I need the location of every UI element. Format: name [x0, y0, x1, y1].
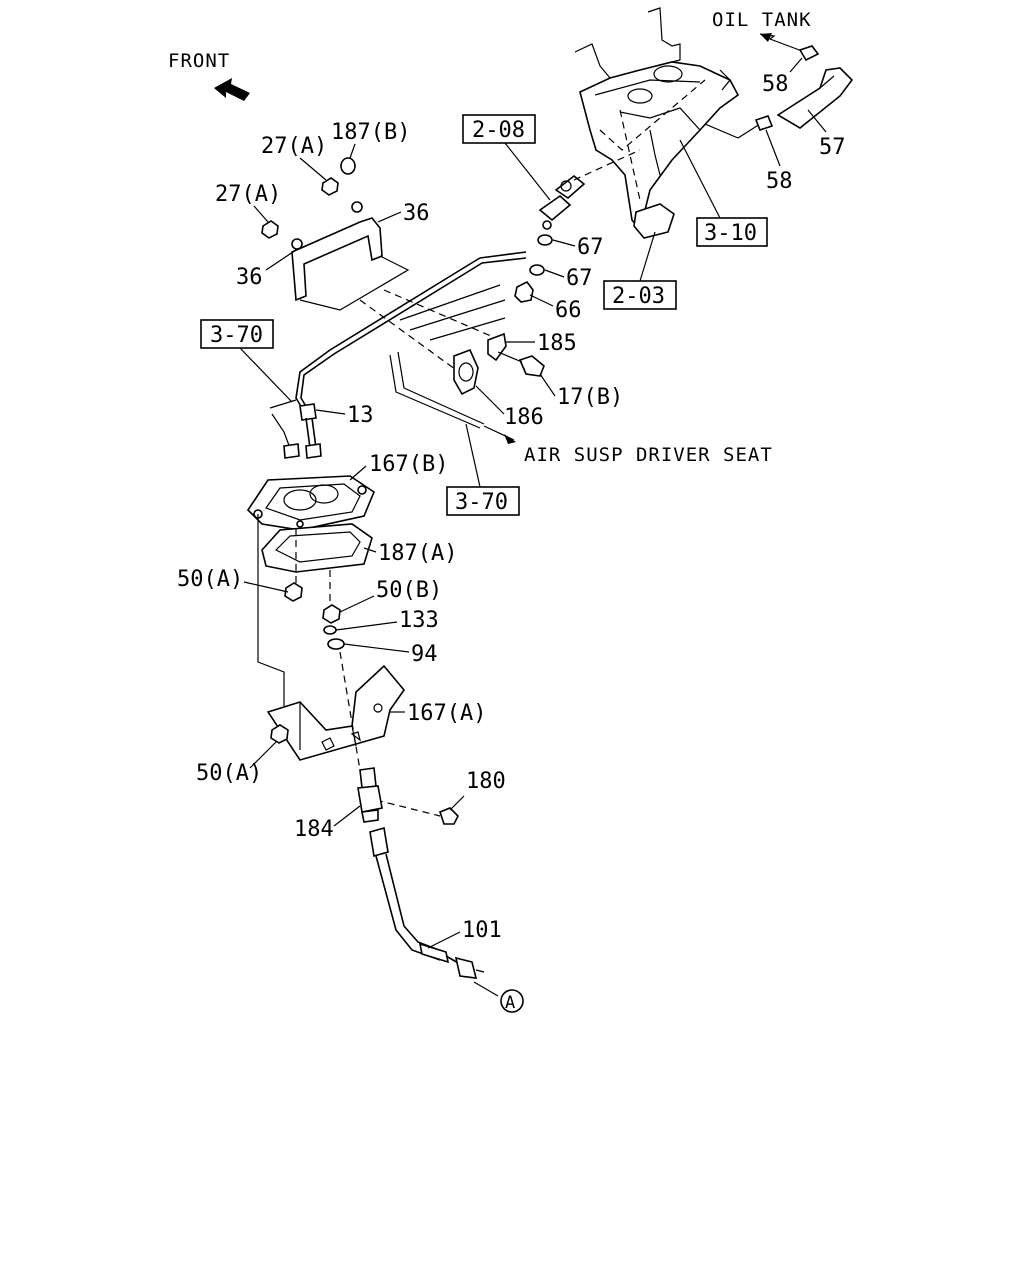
connector-184: [357, 767, 383, 823]
part-label-185: 185: [537, 331, 577, 356]
hose-clip-58-lower: [754, 115, 774, 131]
ref-3-70-top-text: 3-70: [210, 323, 263, 348]
part-label-66: 66: [555, 298, 582, 323]
part-label-167a: 167(A): [407, 701, 486, 726]
gasket-67-lower: [529, 264, 545, 276]
ref-box-3-70-bottom: 3-70: [446, 486, 520, 516]
part-label-58-upper: 58: [762, 72, 789, 97]
callout-circle-a: A: [500, 989, 524, 1013]
ref-3-70-bottom-text: 3-70: [455, 490, 508, 515]
alignment-lines: [257, 514, 441, 817]
part-label-50a-lower: 50(A): [196, 761, 262, 786]
clutch-pipe-13: [295, 251, 527, 459]
bracket-167a: [266, 664, 406, 761]
short-pipe-left: [269, 399, 300, 459]
part-label-101: 101: [462, 918, 502, 943]
ref-box-2-08: 2-08: [462, 114, 536, 144]
front-arrow-icon: [214, 78, 250, 101]
ref-box-3-70-top: 3-70: [200, 319, 274, 349]
nut-50b: [322, 604, 341, 624]
bracket-36: [291, 201, 410, 311]
part-label-36-lower: 36: [236, 265, 263, 290]
ref-2-03-text: 2-03: [612, 284, 665, 309]
part-label-27a-lower: 27(A): [215, 182, 281, 207]
part-label-187a: 187(A): [378, 541, 457, 566]
part-label-57: 57: [819, 135, 846, 160]
part-label-187b: 187(B): [331, 120, 410, 145]
part-label-133: 133: [399, 608, 439, 633]
part-label-13: 13: [347, 403, 374, 428]
part-label-58-lower: 58: [766, 169, 793, 194]
nut-50a-lower: [270, 724, 289, 744]
part-label-184: 184: [294, 817, 334, 842]
master-cylinder: [538, 149, 641, 230]
oil-tank-label: OIL TANK: [712, 9, 812, 31]
ref-3-10-text: 3-10: [704, 221, 757, 246]
nut-50a-upper: [284, 582, 303, 602]
part-label-36-upper: 36: [403, 201, 430, 226]
circle-a-text: A: [505, 993, 515, 1013]
front-label: FRONT: [168, 50, 230, 72]
eye-bolt-66: [514, 280, 534, 303]
clutch-pedal-bracket: [574, 7, 740, 239]
part-label-67-upper: 67: [577, 235, 604, 260]
ref-2-08-text: 2-08: [472, 118, 525, 143]
gasket-67-upper: [537, 234, 553, 246]
part-label-17b: 17(B): [557, 385, 623, 410]
part-label-167b: 167(B): [369, 452, 448, 477]
part-label-50a-upper: 50(A): [177, 567, 243, 592]
ref-box-2-03: 2-03: [603, 280, 677, 310]
reservoir-hose-57: [704, 67, 854, 139]
clip-185: [487, 332, 507, 362]
nut-27a-upper: [321, 177, 339, 196]
clutch-hose-101: [369, 826, 499, 997]
bleeder-180: [439, 807, 459, 825]
clip-186: [453, 348, 479, 396]
ref-box-3-10: 3-10: [696, 217, 768, 247]
washer-94: [327, 638, 345, 650]
hose-clip-58-upper: [798, 45, 820, 62]
cap-187b: [340, 157, 356, 175]
gasket-187a: [261, 523, 373, 573]
bolt-17b: [497, 351, 545, 377]
part-label-186: 186: [504, 405, 544, 430]
cover-167b: [246, 475, 375, 531]
washer-133: [323, 625, 337, 635]
nut-27a-lower: [261, 220, 279, 239]
part-label-94: 94: [411, 642, 438, 667]
part-label-67-lower: 67: [566, 266, 593, 291]
part-label-180: 180: [466, 769, 506, 794]
part-label-27a-upper: 27(A): [261, 134, 327, 159]
frame-and-air-line: [389, 284, 506, 429]
air-susp-label: AIR SUSP DRIVER SEAT: [524, 444, 773, 466]
part-label-50b: 50(B): [376, 578, 442, 603]
